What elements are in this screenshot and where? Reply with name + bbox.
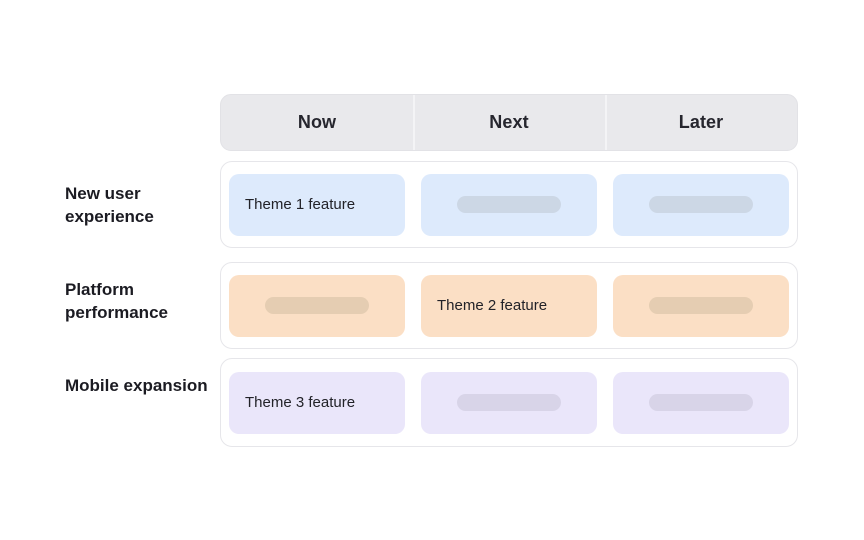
board-row-new-user-experience: Theme 1 feature (220, 161, 798, 248)
card-title: Theme 2 feature (437, 296, 548, 314)
cell-new-user-experience-next[interactable] (413, 173, 605, 236)
card-placeholder[interactable] (613, 274, 789, 337)
column-header-later[interactable]: Later (605, 95, 797, 150)
card-placeholder[interactable] (421, 173, 597, 236)
board-column-header: Now Next Later (220, 94, 798, 151)
card-theme-1-feature[interactable]: Theme 1 feature (229, 173, 405, 236)
card-title: Theme 3 feature (245, 393, 356, 411)
skeleton-bar (457, 394, 561, 411)
cell-mobile-expansion-now[interactable]: Theme 3 feature (221, 371, 413, 434)
card-placeholder[interactable] (613, 173, 789, 236)
column-header-later-label: Later (678, 112, 724, 132)
board-row-platform-performance: Theme 2 feature (220, 262, 798, 349)
skeleton-bar (265, 297, 369, 314)
skeleton-bar (649, 297, 753, 314)
card-placeholder[interactable] (229, 274, 405, 337)
column-header-now-label: Now (297, 112, 337, 132)
column-header-now[interactable]: Now (221, 95, 413, 150)
row-label-mobile-expansion: Mobile expansion (65, 376, 208, 395)
card-placeholder[interactable] (421, 371, 597, 434)
cell-new-user-experience-later[interactable] (605, 173, 797, 236)
cell-mobile-expansion-next[interactable] (413, 371, 605, 434)
board-row-mobile-expansion: Theme 3 feature (220, 358, 798, 447)
row-label-new-user-experience: New user experience (65, 184, 154, 226)
card-theme-2-feature[interactable]: Theme 2 feature (421, 274, 597, 337)
column-header-next[interactable]: Next (413, 95, 605, 150)
card-theme-3-feature[interactable]: Theme 3 feature (229, 371, 405, 434)
cell-platform-performance-later[interactable] (605, 274, 797, 337)
cell-platform-performance-now[interactable] (221, 274, 413, 337)
card-placeholder[interactable] (613, 371, 789, 434)
cell-new-user-experience-now[interactable]: Theme 1 feature (221, 173, 413, 236)
skeleton-bar (649, 196, 753, 213)
skeleton-bar (457, 196, 561, 213)
card-title: Theme 1 feature (245, 195, 356, 213)
cell-mobile-expansion-later[interactable] (605, 371, 797, 434)
column-header-next-label: Next (489, 112, 529, 132)
skeleton-bar (649, 394, 753, 411)
row-label-platform-performance: Platform performance (65, 280, 168, 322)
cell-platform-performance-next[interactable]: Theme 2 feature (413, 274, 605, 337)
